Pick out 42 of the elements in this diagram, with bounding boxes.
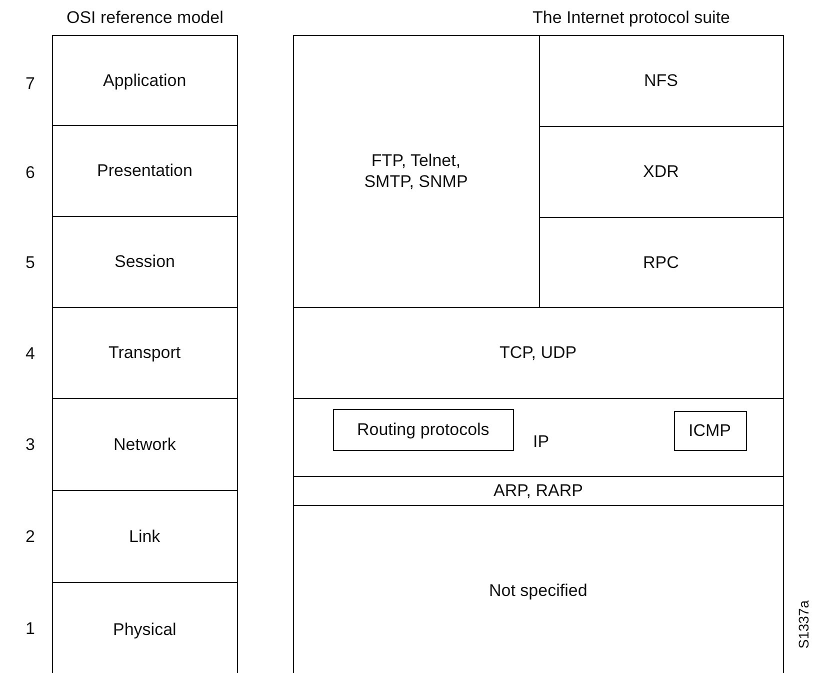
protocol-box	[333, 409, 514, 451]
layer-label: Not specified	[489, 580, 588, 601]
layer-box	[52, 398, 238, 491]
layer-label: ICMP	[688, 420, 731, 441]
layer-label: Link	[129, 526, 160, 546]
layer-label: ARP, RARP	[494, 480, 583, 501]
layer-label: Routing protocols	[357, 419, 490, 440]
layer-label: IP	[533, 430, 550, 452]
layer-box	[52, 216, 238, 308]
layer-box	[293, 398, 784, 477]
layer-label: TCP, UDP	[500, 342, 577, 363]
layer-label: XDR	[643, 161, 679, 182]
layer-number: 6	[26, 162, 35, 182]
layer-box	[52, 307, 238, 399]
layer-box	[52, 125, 238, 217]
layer-label: Physical	[113, 618, 176, 640]
heading: OSI reference model	[66, 7, 224, 28]
layer-label: NFS	[644, 70, 678, 91]
layer-label: RPC	[643, 252, 679, 272]
layer-number: 4	[26, 342, 35, 364]
layer-box	[52, 582, 238, 673]
layer-label: FTP, Telnet, SMTP, SNMP	[363, 150, 469, 192]
layer-label: Session	[114, 251, 175, 272]
layer-label: Network	[114, 434, 176, 454]
heading: The Internet protocol suite	[532, 7, 730, 28]
figure-code: S1337a	[794, 600, 813, 648]
layer-box	[539, 35, 784, 127]
layer-label: Presentation	[97, 160, 192, 181]
layer-number: 5	[26, 252, 35, 272]
layer-number: 2	[26, 526, 35, 546]
layer-number: 3	[26, 434, 35, 454]
layer-label: Application	[103, 70, 186, 91]
layer-box	[293, 35, 540, 308]
layer-box	[293, 307, 784, 399]
layer-label: Transport	[108, 342, 181, 363]
layer-box	[52, 35, 238, 127]
layer-number: 7	[26, 72, 35, 94]
protocol-box	[674, 411, 747, 451]
layer-number: 1	[26, 618, 35, 638]
layer-box	[293, 505, 784, 673]
layer-box	[293, 476, 784, 506]
layer-box	[52, 490, 238, 583]
